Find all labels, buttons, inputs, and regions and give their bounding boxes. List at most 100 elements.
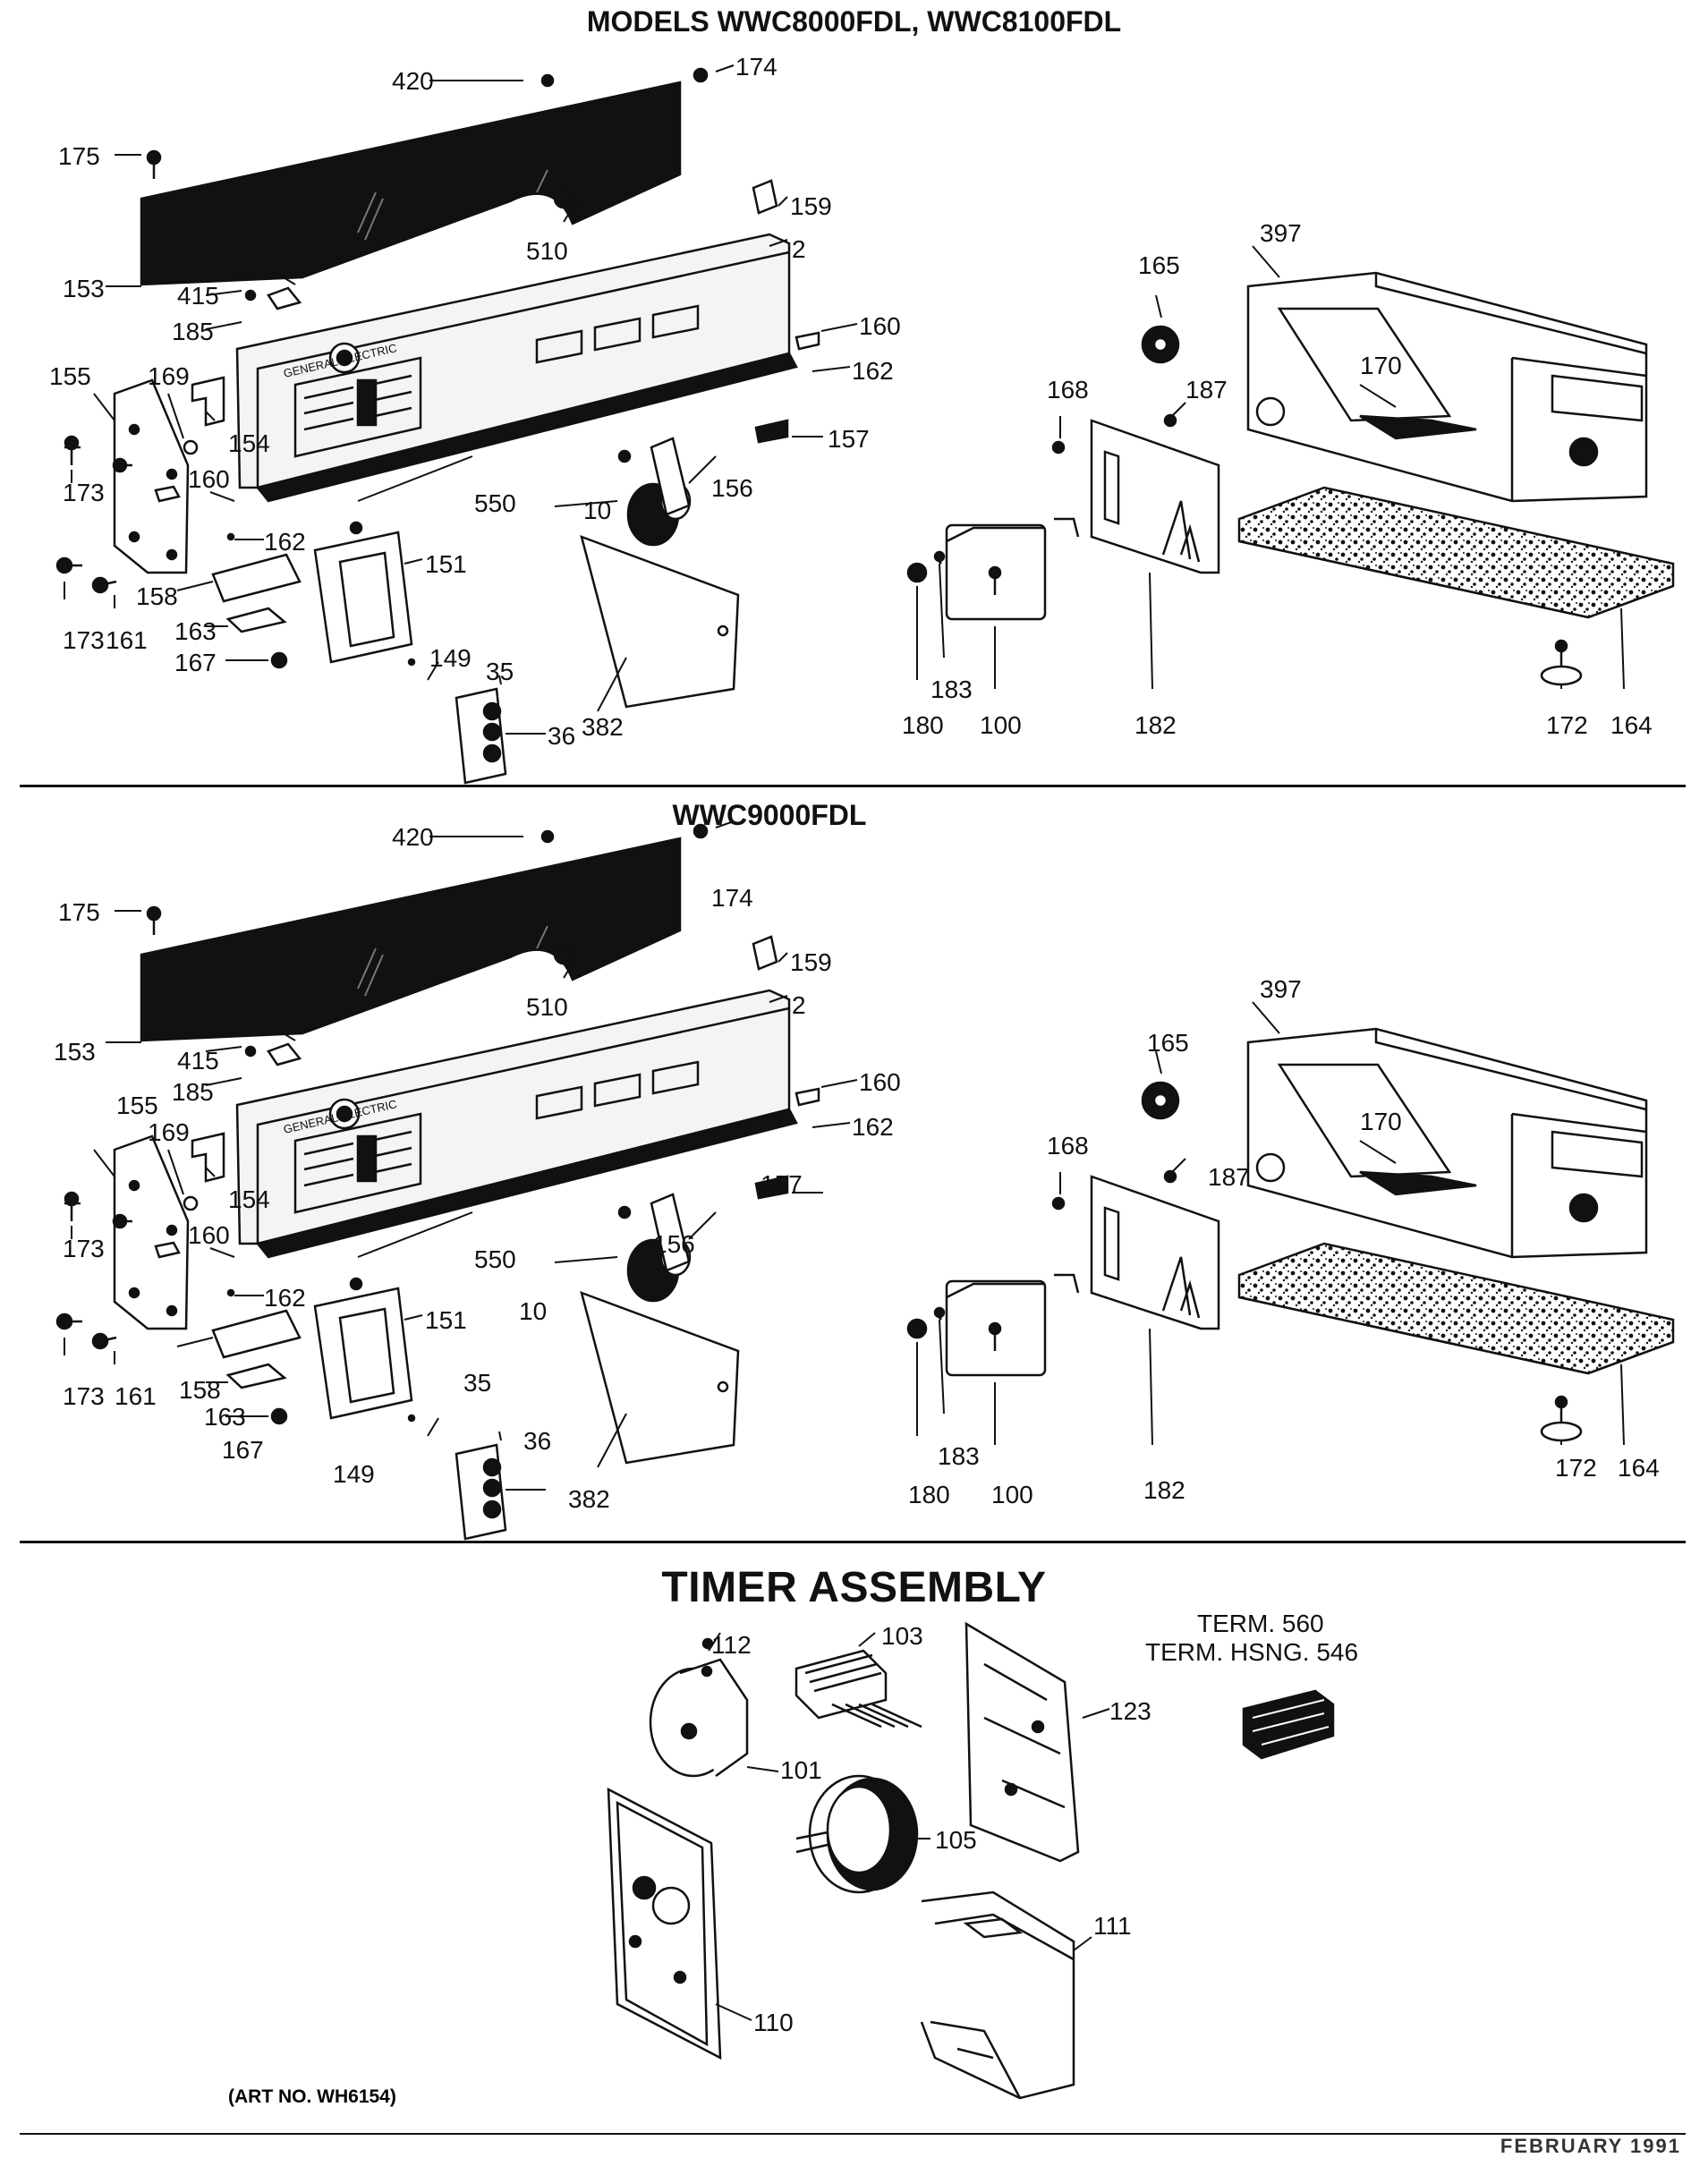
label-162b: 162 — [264, 1284, 306, 1312]
label-162a: 162 — [852, 357, 894, 385]
label-415: 415 — [177, 282, 219, 310]
section-divider-2 — [20, 1541, 1686, 1543]
label-172: 172 — [1546, 711, 1588, 739]
label-2: 2 — [792, 991, 806, 1019]
title-timer-assembly: TIMER ASSEMBLY — [661, 1564, 1047, 1611]
label-420: 420 — [392, 823, 434, 851]
section-b-drawing — [55, 820, 1675, 1541]
label-156: 156 — [653, 1230, 695, 1258]
label-154: 154 — [228, 1185, 270, 1213]
label-156: 156 — [711, 474, 753, 502]
label-155: 155 — [49, 362, 91, 390]
label-10: 10 — [583, 497, 611, 524]
label-162b: 162 — [264, 528, 306, 556]
label-173a: 173 — [63, 1235, 105, 1262]
label-169: 169 — [148, 362, 190, 390]
label-165: 165 — [1138, 251, 1180, 279]
label-510: 510 — [526, 993, 568, 1021]
label-182: 182 — [1134, 711, 1177, 739]
label-397: 397 — [1260, 975, 1302, 1003]
label-151: 151 — [425, 550, 467, 578]
label-110: 110 — [753, 2009, 794, 2036]
label-160a: 160 — [859, 312, 901, 340]
label-173b: 173 — [63, 626, 105, 654]
label-154: 154 — [228, 429, 270, 457]
label-164: 164 — [1610, 711, 1653, 739]
label-164: 164 — [1618, 1454, 1660, 1482]
label-105: 105 — [935, 1826, 977, 1854]
label-157: 157 — [761, 1170, 803, 1198]
label-159: 159 — [790, 948, 832, 976]
timer-assembly-drawing — [607, 1621, 1335, 2100]
label-167: 167 — [222, 1436, 264, 1464]
label-175: 175 — [58, 898, 100, 926]
label-158: 158 — [179, 1376, 221, 1404]
title-models-8000-8100: MODELS WWC8000FDL, WWC8100FDL — [586, 5, 1122, 38]
label-382: 382 — [582, 713, 624, 741]
label-term-hsng-546: TERM. HSNG. 546 — [1145, 1638, 1358, 1666]
label-151: 151 — [425, 1306, 467, 1334]
label-10: 10 — [519, 1297, 547, 1325]
label-100: 100 — [991, 1481, 1033, 1508]
label-172: 172 — [1555, 1454, 1597, 1482]
label-35: 35 — [486, 658, 514, 685]
label-173a: 173 — [63, 479, 105, 506]
label-415: 415 — [177, 1047, 219, 1075]
timer-labels: 112 103 123 TERM. 560 TERM. HSNG. 546 10… — [711, 1610, 1358, 2036]
label-187: 187 — [1185, 376, 1228, 404]
label-382: 382 — [568, 1485, 610, 1513]
section-divider-bottom — [20, 2133, 1686, 2135]
label-163: 163 — [204, 1403, 246, 1431]
label-153: 153 — [54, 1038, 96, 1066]
label-397: 397 — [1260, 219, 1302, 247]
label-2: 2 — [792, 235, 806, 263]
label-174: 174 — [735, 53, 778, 81]
label-149: 149 — [333, 1460, 375, 1488]
label-169: 169 — [148, 1118, 190, 1146]
label-167: 167 — [174, 649, 217, 676]
section-a-labels: 420 174 175 510 159 2 153 415 185 160 16… — [49, 53, 1653, 750]
label-510: 510 — [526, 237, 568, 265]
section-b-labels: 420 174 175 510 159 2 153 415 185 160 16… — [54, 823, 1660, 1513]
label-550: 550 — [474, 489, 516, 517]
label-185: 185 — [172, 1078, 214, 1106]
label-100: 100 — [980, 711, 1022, 739]
label-157: 157 — [828, 425, 870, 453]
label-111: 111 — [1093, 1912, 1132, 1940]
label-174: 174 — [711, 884, 753, 912]
label-103: 103 — [881, 1622, 923, 1650]
label-101: 101 — [780, 1756, 822, 1784]
footer-date: FEBRUARY 1991 — [1500, 2135, 1681, 2157]
label-163: 163 — [174, 617, 217, 645]
label-159: 159 — [790, 192, 832, 220]
label-158: 158 — [136, 582, 178, 610]
label-175: 175 — [58, 142, 100, 170]
label-123: 123 — [1109, 1697, 1151, 1725]
label-160b: 160 — [188, 1221, 230, 1249]
label-112: 112 — [711, 1631, 752, 1659]
label-term-560: TERM. 560 — [1197, 1610, 1324, 1637]
label-162a: 162 — [852, 1113, 894, 1141]
label-35: 35 — [463, 1369, 491, 1397]
label-183: 183 — [938, 1442, 980, 1470]
label-173b: 173 — [63, 1382, 105, 1410]
label-36: 36 — [523, 1427, 551, 1455]
label-161: 161 — [115, 1382, 157, 1410]
label-180: 180 — [902, 711, 944, 739]
label-420: 420 — [392, 67, 434, 95]
label-168: 168 — [1047, 1132, 1089, 1160]
label-550: 550 — [474, 1245, 516, 1273]
label-165: 165 — [1147, 1029, 1189, 1057]
label-185: 185 — [172, 318, 214, 345]
label-182: 182 — [1143, 1476, 1185, 1504]
label-180: 180 — [908, 1481, 950, 1508]
label-149: 149 — [429, 644, 472, 672]
label-183: 183 — [930, 675, 973, 703]
label-160b: 160 — [188, 465, 230, 493]
art-number: (ART NO. WH6154) — [228, 2086, 396, 2107]
label-155: 155 — [116, 1092, 158, 1119]
section-a-drawing — [55, 64, 1675, 785]
label-153: 153 — [63, 275, 105, 302]
section-divider-1 — [20, 785, 1686, 787]
